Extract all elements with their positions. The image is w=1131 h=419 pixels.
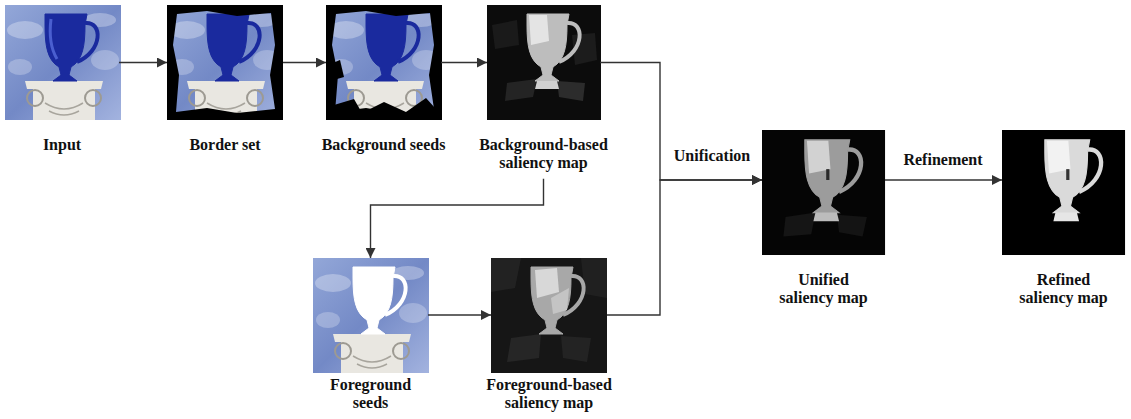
arrow-connector bbox=[441, 62, 487, 63]
panel-caption: Input bbox=[0, 136, 127, 154]
panel-caption: Foreground seeds bbox=[323, 376, 419, 413]
arrow-connector bbox=[371, 179, 544, 258]
image-panel: Foreground seeds bbox=[313, 258, 428, 372]
background-saliency-image bbox=[487, 5, 601, 120]
panel-caption: Foreground-based saliency map bbox=[464, 376, 634, 413]
image-panel: Unified saliency map bbox=[762, 130, 885, 255]
arrow-connector bbox=[600, 63, 762, 181]
panel-caption: Refined saliency map bbox=[1014, 271, 1114, 308]
edge-label: Unification bbox=[672, 147, 752, 165]
panel-caption: Unified saliency map bbox=[774, 271, 874, 308]
foreground-saliency-image bbox=[491, 258, 607, 373]
foreground-seeds-image bbox=[313, 258, 429, 373]
background-seeds-image bbox=[326, 5, 442, 120]
arrow-connector bbox=[428, 314, 491, 315]
edge-label: Refinement bbox=[901, 151, 984, 169]
refined-saliency-image bbox=[1002, 130, 1125, 255]
image-panel: Background seeds bbox=[326, 5, 441, 120]
panel-caption: Background seeds bbox=[304, 136, 464, 154]
unified-saliency-image bbox=[762, 130, 885, 255]
image-panel: Foreground-based saliency map bbox=[491, 258, 607, 372]
image-panel: Background-based saliency map bbox=[487, 5, 600, 120]
arrow-connector bbox=[283, 62, 326, 63]
arrow-connector bbox=[885, 179, 1002, 180]
input-image bbox=[5, 5, 121, 120]
image-panel: Border set bbox=[167, 5, 283, 120]
image-panel: Input bbox=[5, 5, 119, 120]
panel-caption: Background-based saliency map bbox=[464, 136, 624, 173]
arrow-connector bbox=[119, 62, 167, 63]
arrow-connector bbox=[607, 180, 762, 315]
border-set-image bbox=[167, 5, 283, 120]
image-panel: Refined saliency map bbox=[1002, 130, 1125, 255]
panel-caption: Border set bbox=[160, 136, 290, 154]
